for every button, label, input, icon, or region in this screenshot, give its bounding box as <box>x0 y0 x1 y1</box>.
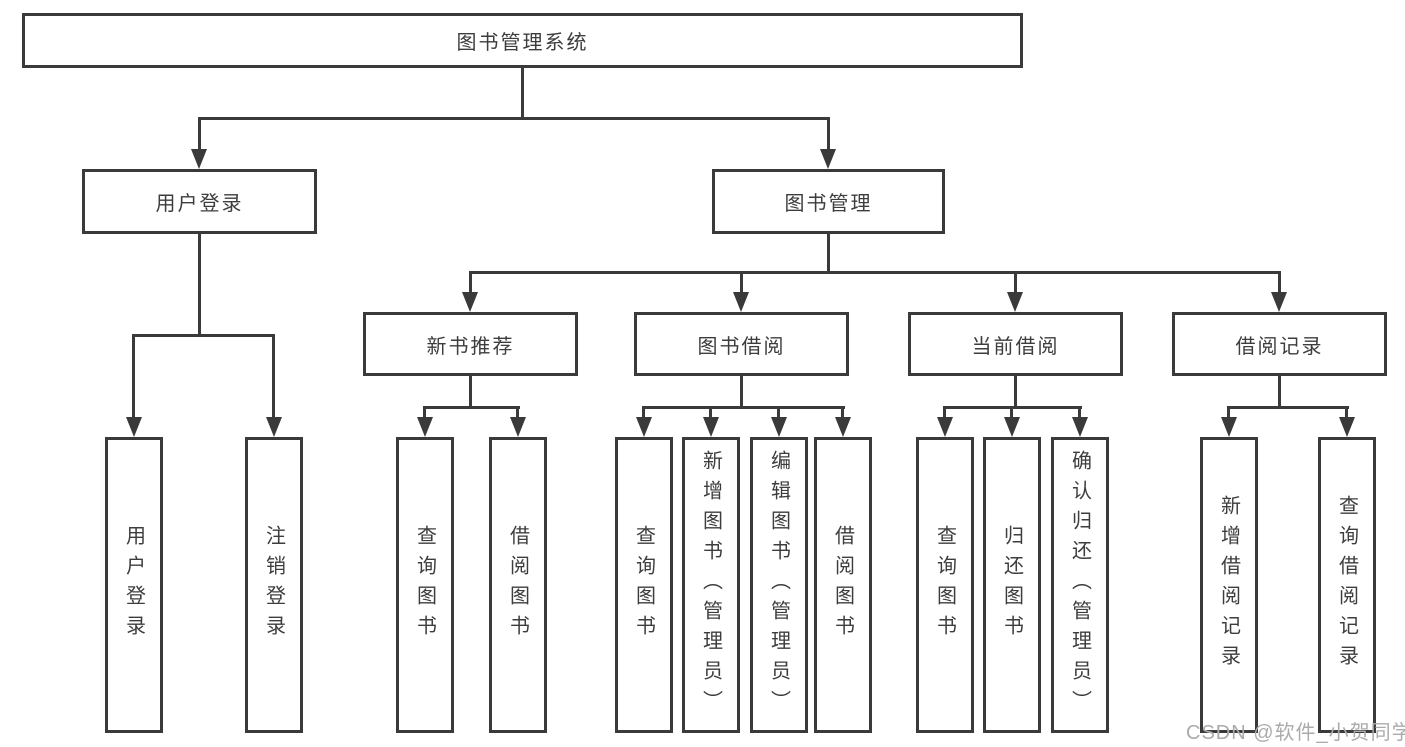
connector-line <box>469 271 472 297</box>
leaf-logout: 注销登录 <box>245 437 303 733</box>
connector-line <box>643 406 845 409</box>
connector-line <box>516 406 519 420</box>
arrow-down-icon <box>1072 417 1088 437</box>
arrow-down-icon <box>510 417 526 437</box>
connector-line <box>469 376 472 408</box>
arrow-down-icon <box>636 417 652 437</box>
connector-line <box>132 334 275 337</box>
leaf-borrow-books: 借阅图书 <box>814 437 872 733</box>
connector-line <box>777 406 780 420</box>
arrow-down-icon <box>417 417 433 437</box>
connector-line <box>198 117 201 152</box>
connector-line <box>423 406 426 420</box>
leaf-add-books-admin: 新增图书（管理员） <box>682 437 740 733</box>
connector-line <box>469 271 1280 274</box>
connector-line <box>424 406 520 409</box>
arrow-down-icon <box>937 417 953 437</box>
connector-line <box>709 406 712 420</box>
connector-line <box>740 376 743 408</box>
connector-line <box>1078 406 1081 420</box>
connector-line <box>944 406 1082 409</box>
connector-line <box>1228 406 1349 409</box>
connector-line <box>642 406 645 420</box>
arrow-down-icon <box>733 292 749 312</box>
connector-line <box>943 406 946 420</box>
arrow-down-icon <box>820 149 836 169</box>
arrow-down-icon <box>126 417 142 437</box>
connector-line <box>132 334 135 420</box>
node-new-book-recommendation: 新书推荐 <box>363 312 578 376</box>
leaf-query-books-borrowing: 查询图书 <box>615 437 673 733</box>
leaf-confirm-return-admin: 确认归还（管理员） <box>1051 437 1109 733</box>
arrow-down-icon <box>191 149 207 169</box>
node-borrowing-records: 借阅记录 <box>1172 312 1387 376</box>
connector-line <box>1278 376 1281 408</box>
leaf-query-borrow-record: 查询借阅记录 <box>1318 437 1376 733</box>
connector-line <box>740 271 743 297</box>
node-current-borrowing: 当前借阅 <box>908 312 1123 376</box>
leaf-edit-books-admin: 编辑图书（管理员） <box>750 437 808 733</box>
leaf-add-borrow-record: 新增借阅记录 <box>1200 437 1258 733</box>
connector-line <box>1010 406 1013 420</box>
connector-line <box>1345 406 1348 420</box>
leaf-borrow-books-recommend: 借阅图书 <box>489 437 547 733</box>
connector-line <box>198 117 830 120</box>
connector-line <box>272 334 275 420</box>
connector-line <box>521 68 524 120</box>
node-user-login: 用户登录 <box>82 169 317 234</box>
arrow-down-icon <box>771 417 787 437</box>
arrow-down-icon <box>703 417 719 437</box>
connector-line <box>198 234 201 336</box>
arrow-down-icon <box>1339 417 1355 437</box>
leaf-query-books-recommend: 查询图书 <box>396 437 454 733</box>
arrow-down-icon <box>1007 292 1023 312</box>
connector-line <box>1278 271 1281 297</box>
leaf-return-books: 归还图书 <box>983 437 1041 733</box>
connector-line <box>1014 271 1017 297</box>
node-book-borrowing: 图书借阅 <box>634 312 849 376</box>
node-book-management: 图书管理 <box>712 169 945 234</box>
connector-line <box>841 406 844 420</box>
arrow-down-icon <box>1271 292 1287 312</box>
connector-line <box>827 234 830 273</box>
arrow-down-icon <box>1221 417 1237 437</box>
watermark: CSDN @软件_小贺同学 <box>1186 722 1405 744</box>
connector-line <box>827 117 830 152</box>
arrow-down-icon <box>1004 417 1020 437</box>
connector-line <box>1227 406 1230 420</box>
arrow-down-icon <box>835 417 851 437</box>
leaf-query-books-current: 查询图书 <box>916 437 974 733</box>
connector-line <box>1014 376 1017 408</box>
node-root-library-system: 图书管理系统 <box>22 13 1023 68</box>
leaf-user-login: 用户登录 <box>105 437 163 733</box>
arrow-down-icon <box>266 417 282 437</box>
arrow-down-icon <box>462 292 478 312</box>
